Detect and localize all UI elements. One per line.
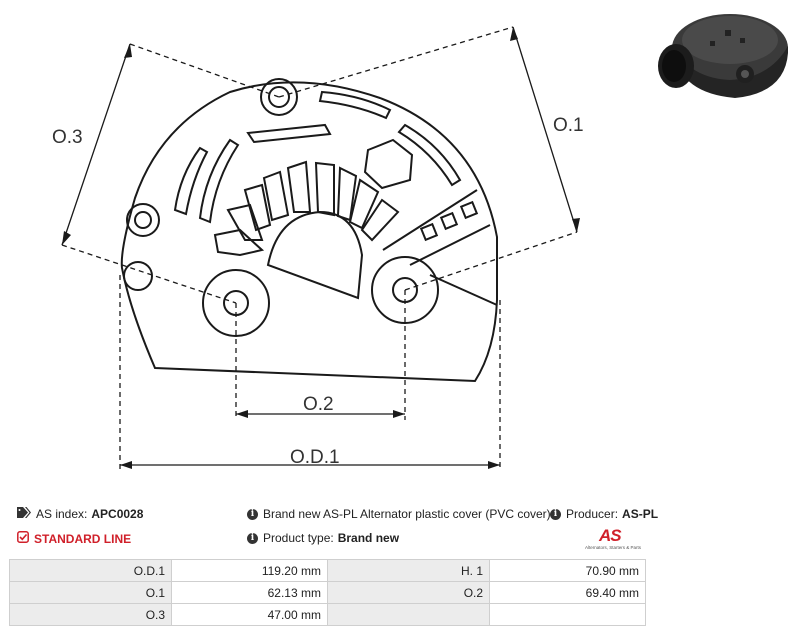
- technical-drawing: O.3 O.1 O.2 O.D.1: [52, 26, 584, 470]
- top-hole: [260, 78, 298, 116]
- spec-value: [489, 603, 646, 626]
- info-icon: i: [247, 508, 258, 520]
- product-type-value: Brand new: [337, 531, 400, 545]
- product-type-label: Product type:: [263, 531, 334, 545]
- standard-line: STANDARD LINE: [17, 531, 131, 546]
- product-type: i Product type:Brand new: [247, 531, 399, 545]
- spec-label: O.3: [8, 603, 173, 626]
- spec-value: 69.40 mm: [489, 581, 646, 604]
- spec-value: 119.20 mm: [171, 559, 328, 582]
- as-index-label: AS index:: [36, 507, 88, 521]
- as-index: AS index:APC0028: [17, 507, 143, 521]
- spec-label: H. 1: [326, 559, 491, 582]
- checkbox-icon: [17, 531, 29, 546]
- alternator-cover-photo-icon: [658, 14, 788, 98]
- as-index-value: APC0028: [91, 507, 144, 521]
- spec-label: O.2: [326, 581, 491, 604]
- spec-label: O.1: [8, 581, 173, 604]
- logo-mark: AS: [599, 526, 622, 545]
- as-pl-logo: AS Alternators, Starters & Parts: [585, 526, 655, 554]
- left-bolt-hole: [202, 269, 270, 337]
- producer: i Producer:AS-PL: [550, 507, 658, 521]
- central-arch: [266, 210, 364, 300]
- dim-label-od1: O.D.1: [290, 447, 340, 468]
- cover-outline: [120, 81, 498, 383]
- info-icon: i: [550, 508, 561, 520]
- producer-value: AS-PL: [622, 507, 659, 521]
- spec-label: O.D.1: [8, 559, 173, 582]
- standard-line-text: STANDARD LINE: [34, 531, 132, 546]
- producer-label: Producer:: [566, 507, 619, 521]
- right-bolt-hole: [371, 256, 439, 324]
- info-icon: i: [247, 532, 258, 544]
- spec-value: 62.13 mm: [171, 581, 328, 604]
- spec-value: 47.00 mm: [171, 603, 328, 626]
- dim-label-o2: O.2: [303, 394, 334, 415]
- dim-label-o1: O.1: [553, 115, 584, 136]
- tag-icon: [17, 507, 31, 521]
- spec-label: [326, 603, 491, 626]
- description-text: Brand new AS-PL Alternator plastic cover…: [263, 507, 551, 521]
- dim-label-o3: O.3: [52, 127, 83, 148]
- spec-value: 70.90 mm: [489, 559, 646, 582]
- logo-tagline: Alternators, Starters & Parts: [585, 545, 642, 550]
- left-upper-lug: [126, 203, 160, 237]
- left-lower-lug: [123, 261, 153, 291]
- product-description: i Brand new AS-PL Alternator plastic cov…: [247, 507, 551, 521]
